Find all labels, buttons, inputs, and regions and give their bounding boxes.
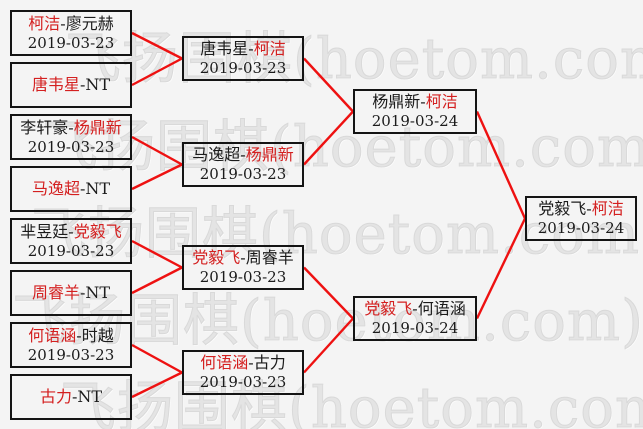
player-name: 芈昱廷- xyxy=(20,221,74,241)
match-box-r1-5: 芈昱廷-党毅飞 2019-03-23 xyxy=(10,218,132,264)
winner-name: 唐韦星 xyxy=(31,75,80,94)
match-date: 2019-03-23 xyxy=(199,268,287,286)
player-name: -NT xyxy=(71,387,103,406)
match-players: 党毅飞-何语涵 xyxy=(364,299,465,319)
match-players: 古力-NT xyxy=(40,387,102,407)
winner-name: 杨鼎新 xyxy=(245,145,294,164)
match-players: 党毅飞-柯洁 xyxy=(538,199,623,219)
match-players: 唐韦星-柯洁 xyxy=(200,39,285,59)
player-name: -NT xyxy=(79,179,111,198)
match-players: 党毅飞-周睿羊 xyxy=(192,248,293,268)
match-box-r2-2: 马逸超-杨鼎新 2019-03-23 xyxy=(182,142,304,187)
match-box-r1-8: 古力-NT xyxy=(10,374,132,420)
match-players: 何语涵-时越 xyxy=(28,326,113,346)
player-name: -NT xyxy=(79,283,111,302)
winner-name: 何语涵 xyxy=(28,325,77,345)
match-box-r1-3: 李轩豪-杨鼎新 2019-03-23 xyxy=(10,114,132,160)
player-name: -廖元赫 xyxy=(60,13,114,33)
winner-name: 古力 xyxy=(39,387,72,406)
player-name: 杨鼎新- xyxy=(372,92,426,111)
player-name: -周睿羊 xyxy=(240,248,294,267)
winner-name: 何语涵 xyxy=(200,353,249,372)
connector-line xyxy=(131,57,183,87)
connector-line xyxy=(131,163,183,191)
connector-line xyxy=(131,343,183,374)
match-date: 2019-03-23 xyxy=(199,373,287,391)
connector-line xyxy=(303,110,354,166)
winner-name: 党毅飞 xyxy=(73,221,122,241)
match-players: 唐韦星-NT xyxy=(32,75,110,95)
connector-line xyxy=(475,111,527,219)
match-box-r1-7: 何语涵-时越 2019-03-23 xyxy=(10,322,132,368)
winner-name: 马逸超 xyxy=(31,179,80,198)
match-box-sf-2: 党毅飞-何语涵 2019-03-24 xyxy=(353,296,477,341)
match-date: 2019-03-23 xyxy=(199,59,287,77)
connector-line xyxy=(131,31,183,60)
player-name: -时越 xyxy=(76,325,114,345)
match-date: 2019-03-23 xyxy=(199,165,287,183)
match-box-r1-1: 柯洁-廖元赫 2019-03-23 xyxy=(10,10,132,56)
winner-name: 党毅飞 xyxy=(192,248,241,267)
match-box-r2-3: 党毅飞-周睿羊 2019-03-23 xyxy=(182,245,304,290)
match-players: 何语涵-古力 xyxy=(200,353,285,373)
player-name: -何语涵 xyxy=(412,299,466,318)
match-box-sf-1: 杨鼎新-柯洁 2019-03-24 xyxy=(353,89,477,134)
match-box-r1-2: 唐韦星-NT xyxy=(10,62,132,108)
match-box-r2-4: 何语涵-古力 2019-03-23 xyxy=(182,350,304,395)
match-date: 2019-03-23 xyxy=(27,137,115,156)
winner-name: 柯洁 xyxy=(28,13,61,33)
connector-line xyxy=(303,317,354,374)
winner-name: 柯洁 xyxy=(425,92,458,111)
match-box-r1-4: 马逸超-NT xyxy=(10,166,132,212)
winner-name: 周睿羊 xyxy=(31,283,80,302)
match-box-r2-1: 唐韦星-柯洁 2019-03-23 xyxy=(182,36,304,81)
connector-line xyxy=(303,57,354,113)
match-date: 2019-03-23 xyxy=(27,33,115,52)
connector-line xyxy=(131,371,183,399)
winner-name: 柯洁 xyxy=(253,39,286,58)
winner-name: 柯洁 xyxy=(591,199,624,218)
connector-line xyxy=(303,266,354,320)
connector-line xyxy=(131,266,183,295)
match-players: 柯洁-廖元赫 xyxy=(28,14,113,34)
connector-line xyxy=(475,217,527,320)
connector-line xyxy=(131,239,183,269)
winner-name: 党毅飞 xyxy=(364,299,413,318)
match-date: 2019-03-24 xyxy=(371,319,459,337)
match-players: 李轩豪-杨鼎新 xyxy=(20,118,121,138)
match-players: 杨鼎新-柯洁 xyxy=(372,92,457,112)
match-players: 马逸超-NT xyxy=(32,179,110,199)
match-players: 马逸超-杨鼎新 xyxy=(192,145,293,165)
match-date: 2019-03-23 xyxy=(27,241,115,260)
player-name: 李轩豪- xyxy=(20,117,74,137)
match-date: 2019-03-24 xyxy=(371,112,459,130)
player-name: -NT xyxy=(79,75,111,94)
match-players: 芈昱廷-党毅飞 xyxy=(20,222,121,242)
winner-name: 杨鼎新 xyxy=(73,117,122,137)
player-name: 马逸超- xyxy=(192,145,246,164)
player-name: 党毅飞- xyxy=(538,199,592,218)
player-name: 唐韦星- xyxy=(200,39,254,58)
player-name: -古力 xyxy=(248,353,286,372)
match-box-final: 党毅飞-柯洁 2019-03-24 xyxy=(525,196,637,241)
match-box-r1-6: 周睿羊-NT xyxy=(10,270,132,316)
match-players: 周睿羊-NT xyxy=(32,283,110,303)
match-date: 2019-03-24 xyxy=(537,219,625,237)
match-date: 2019-03-23 xyxy=(27,345,115,364)
connector-line xyxy=(131,135,183,166)
